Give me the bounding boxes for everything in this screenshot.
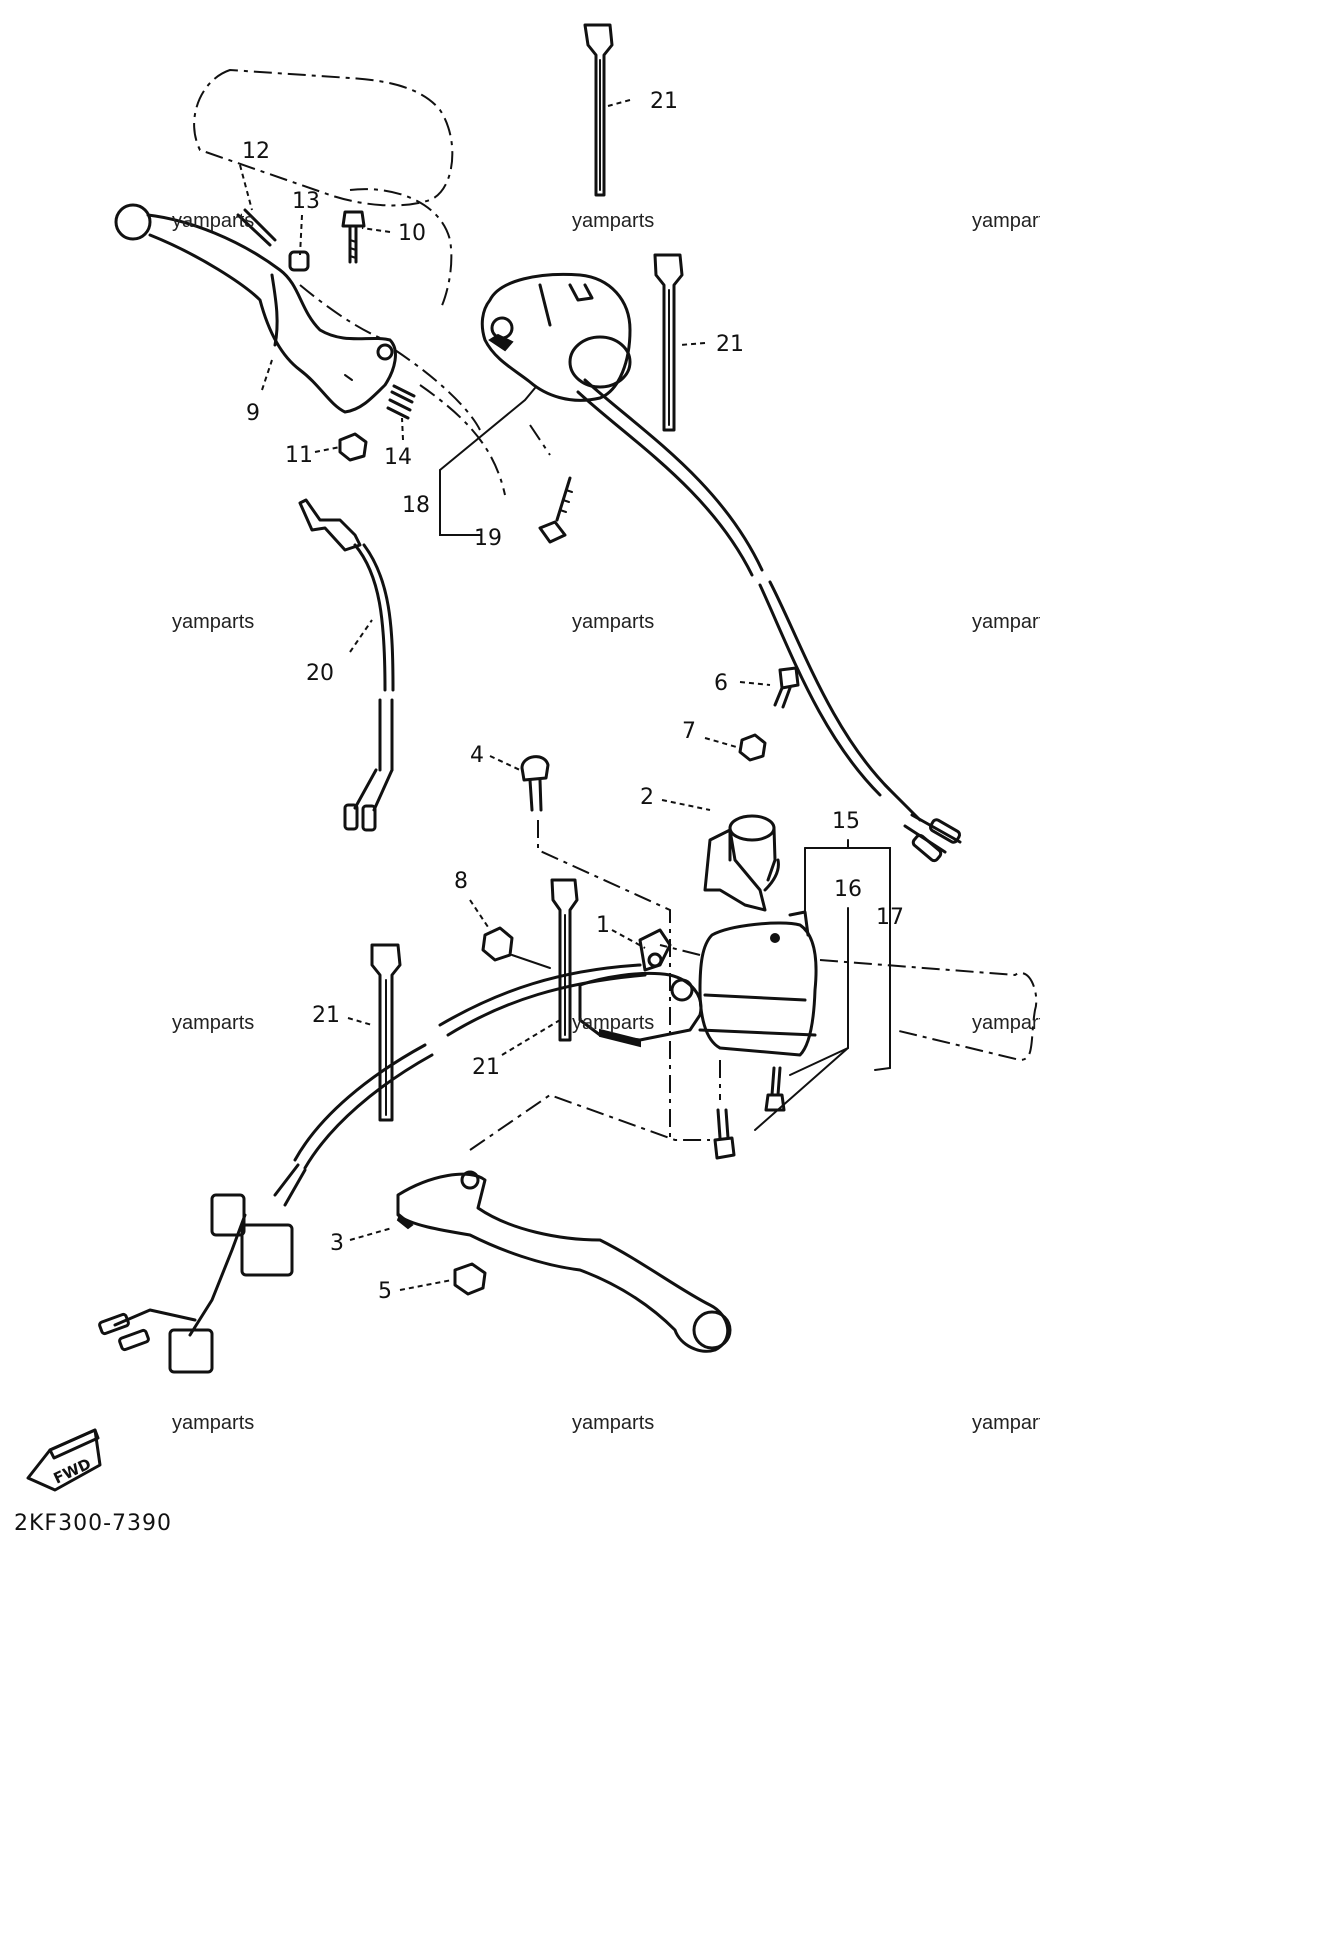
callout-6: 6 xyxy=(714,671,728,696)
callout-11: 11 xyxy=(285,443,313,468)
clutch-lever xyxy=(114,203,397,414)
watermark: yamparts xyxy=(972,1412,1040,1434)
watermark: yamparts xyxy=(572,1412,654,1434)
lever-bolt xyxy=(341,210,366,264)
callout-12: 12 xyxy=(242,139,270,164)
callout-2: 2 xyxy=(640,785,654,810)
watermark: yamparts xyxy=(972,1012,1040,1034)
callout-10: 10 xyxy=(398,221,426,246)
cable-band-upper-right xyxy=(653,253,684,432)
callout-21-top: 21 xyxy=(650,89,678,114)
right-handlebar-switch xyxy=(698,910,818,1057)
forward-direction-arrow: FWD xyxy=(26,1428,102,1492)
switch-harness xyxy=(98,963,647,1374)
cable-band-left xyxy=(370,943,402,1122)
callout-1: 1 xyxy=(596,913,610,938)
callout-13: 13 xyxy=(292,189,320,214)
pivot-pin xyxy=(236,208,277,247)
lever-nut xyxy=(338,432,368,462)
callout-8: 8 xyxy=(454,869,468,894)
pivot-bolt xyxy=(520,755,671,1140)
callout-21-middle: 21 xyxy=(472,1055,500,1080)
lever-holder xyxy=(703,814,780,912)
watermark: yamparts xyxy=(572,210,654,232)
watermark: yamparts xyxy=(572,1012,654,1034)
switch-screw xyxy=(538,476,573,544)
callout-9: 9 xyxy=(246,401,260,426)
clutch-switch xyxy=(298,498,395,832)
callout-4: 4 xyxy=(470,743,484,768)
holder-bolt xyxy=(773,666,800,709)
callout-19: 19 xyxy=(474,526,502,551)
diagram-canvas: 21 21 12 13 10 9 11 14 18 19 20 6 7 4 2 … xyxy=(14,23,1040,1536)
watermark: yamparts xyxy=(172,210,254,232)
cable-band-top xyxy=(583,23,614,197)
switch-screw-lower xyxy=(713,1108,736,1160)
watermark: yamparts xyxy=(572,611,654,633)
left-handlebar-switch xyxy=(480,272,962,863)
callout-15: 15 xyxy=(832,809,860,834)
watermark: yamparts xyxy=(172,1412,254,1434)
right-grip-outline xyxy=(659,944,1038,1062)
switch-nut xyxy=(481,926,551,969)
part-code: 2KF300-7390 xyxy=(14,1511,172,1536)
collar xyxy=(288,250,310,272)
callout-20: 20 xyxy=(306,661,334,686)
callout-labels: 21 21 12 13 10 9 11 14 18 19 20 6 7 4 2 … xyxy=(242,89,904,1304)
brake-lever xyxy=(396,1170,732,1353)
callout-14: 14 xyxy=(384,445,412,470)
holder-nut xyxy=(738,733,767,762)
callout-5: 5 xyxy=(378,1279,392,1304)
group-brackets xyxy=(439,387,891,1131)
left-grip-outline xyxy=(193,68,454,311)
fwd-label: FWD xyxy=(51,1455,94,1488)
assembly-centerlines xyxy=(299,284,721,1151)
callout-21-upper-right: 21 xyxy=(716,332,744,357)
callout-21-left: 21 xyxy=(312,1003,340,1028)
callout-3: 3 xyxy=(330,1231,344,1256)
watermark: yamparts xyxy=(172,611,254,633)
switch-screw-upper xyxy=(764,1066,786,1112)
callout-18: 18 xyxy=(402,493,430,518)
leader-lines xyxy=(239,99,771,1291)
watermark: yamparts xyxy=(972,210,1040,232)
parts-diagram: 21 21 12 13 10 9 11 14 18 19 20 6 7 4 2 … xyxy=(14,23,1040,1536)
watermark: yamparts xyxy=(172,1012,254,1034)
callout-7: 7 xyxy=(682,719,696,744)
callout-16: 16 xyxy=(834,877,862,902)
watermarks: yamparts yamparts yamparts yamparts yamp… xyxy=(172,210,1040,1434)
callout-17: 17 xyxy=(876,905,904,930)
brake-lever-nut xyxy=(453,1262,487,1296)
watermark: yamparts xyxy=(972,611,1040,633)
lever-spring xyxy=(386,384,416,420)
